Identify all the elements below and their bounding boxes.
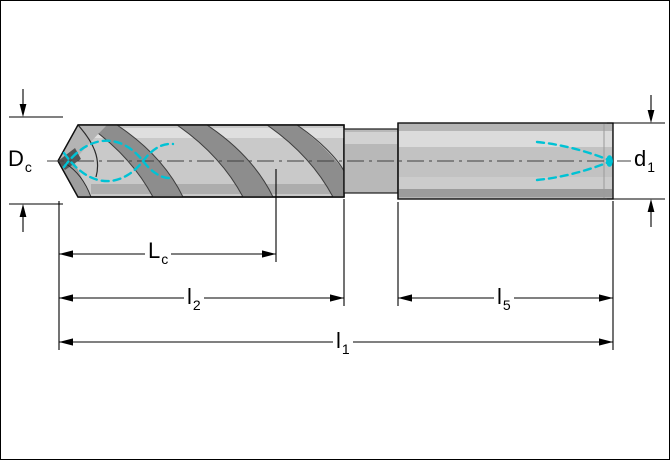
coolant-channel-curve [535, 140, 611, 162]
overall-length-label: l1 [333, 328, 353, 357]
arrowhead [19, 204, 27, 217]
cutting-diameter-label: Dc [5, 146, 35, 175]
arrowhead [599, 294, 613, 302]
arrowhead [647, 199, 655, 212]
tip-flute-curve [64, 162, 92, 198]
flute-length-label: l2 [184, 284, 204, 313]
extension-lines [58, 169, 614, 350]
label-main: D [8, 146, 24, 171]
arrowhead [59, 338, 73, 346]
dim-shank-diameter [607, 95, 665, 227]
dim-cutting-diameter [9, 89, 63, 232]
flute-band [177, 125, 273, 197]
flute-band [267, 125, 344, 197]
shank-lower-band [399, 177, 612, 189]
arrowhead [398, 294, 412, 302]
label-subscript: 2 [192, 297, 201, 313]
coolant-channel-curve [62, 142, 175, 183]
arrowhead [647, 110, 655, 123]
neck-highlight [345, 132, 397, 144]
label-main: l [336, 328, 341, 353]
shank-shadow [399, 189, 612, 197]
flute-shadow-strip [91, 184, 344, 194]
label-main: l [497, 284, 502, 309]
label-subscript: 1 [341, 341, 350, 357]
coolant-channels-front [62, 139, 175, 183]
label-main: d [634, 146, 647, 171]
coolant-channel-curve [535, 160, 611, 182]
arrowhead [599, 338, 613, 346]
coolant-exit-mark [606, 155, 613, 167]
coolant-channels-shank [535, 140, 611, 182]
usable-flute-length-label: Lc [145, 238, 172, 267]
label-subscript: c [24, 159, 32, 175]
tip-flute-curve [77, 124, 99, 178]
arrowhead [330, 294, 344, 302]
arrowhead [59, 250, 73, 258]
shank-highlight [399, 131, 612, 147]
arrowhead [262, 250, 276, 258]
arrowhead [59, 294, 73, 302]
point-facet-lower [58, 161, 91, 197]
flute-band [87, 125, 183, 197]
coolant-channel-curve [62, 139, 175, 180]
arrowhead [19, 104, 27, 117]
shank-length-label: l5 [494, 284, 514, 313]
label-main: L [148, 238, 161, 263]
label-main: l [187, 284, 192, 309]
shank-diameter-label: d1 [631, 146, 659, 175]
label-subscript: 1 [647, 159, 656, 175]
label-subscript: 5 [502, 297, 511, 313]
label-subscript: c [161, 251, 169, 267]
